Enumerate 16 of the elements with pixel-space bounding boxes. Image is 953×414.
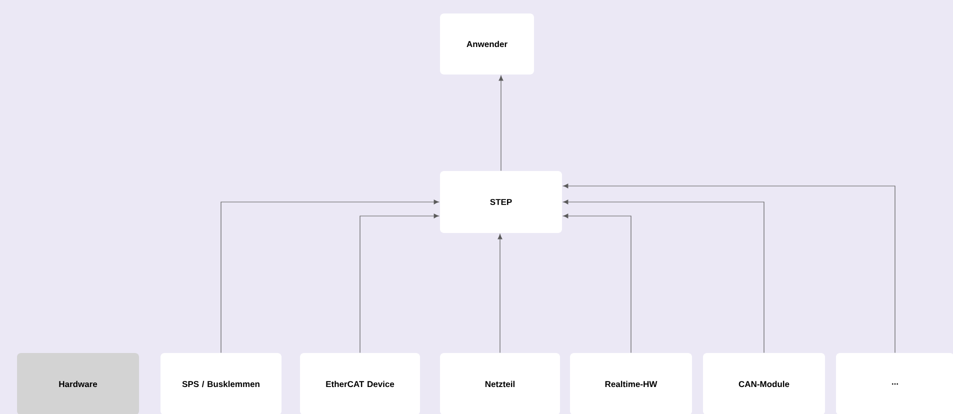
- arrow: [563, 214, 632, 354]
- process-box: Realtime-HW: [570, 353, 692, 414]
- process-box: CAN-Module: [703, 353, 825, 414]
- process-box: EtherCAT Device: [300, 353, 420, 414]
- arrow: [498, 76, 504, 172]
- arrow: [360, 214, 439, 354]
- arrow: [563, 184, 896, 354]
- process-box: Netzteil: [440, 353, 560, 414]
- process-box: SPS / Busklemmen: [160, 353, 282, 414]
- process-box: Hardware: [17, 353, 140, 414]
- arrow: [563, 200, 764, 354]
- process-box: Anwender: [440, 14, 534, 74]
- process-box: ...: [836, 353, 953, 414]
- arrow: [220, 200, 439, 354]
- arrow: [498, 234, 502, 354]
- process-box: STEP: [440, 171, 562, 233]
